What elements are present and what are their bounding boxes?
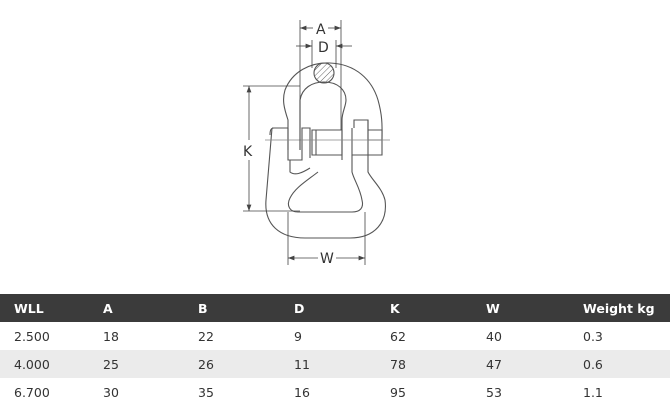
coupling-link-drawing: A D K W <box>243 20 390 267</box>
cell: 22 <box>198 328 214 344</box>
col-k: K <box>390 294 486 322</box>
cell: 0.6 <box>583 350 670 378</box>
col-weight: Weight kg <box>583 294 670 322</box>
cell: 2.500 <box>14 328 50 344</box>
cell: 30 <box>103 384 119 400</box>
cell: 62 <box>390 328 406 344</box>
link-outline <box>265 62 390 239</box>
cell: 9 <box>294 328 302 344</box>
cell: 18 <box>103 328 119 344</box>
col-wll: WLL <box>0 294 103 322</box>
cell: 26 <box>198 350 294 378</box>
cell: 53 <box>486 384 502 400</box>
cell: 6.700 <box>14 384 50 400</box>
col-b: B <box>198 294 294 322</box>
cell: 4.000 <box>0 350 103 378</box>
dim-label-d: D <box>318 40 329 56</box>
dimension-lines <box>243 20 366 265</box>
table-row: 4.000 25 26 11 78 47 0.6 <box>0 350 670 378</box>
table-header-row: WLL A B D K W Weight kg <box>0 294 670 322</box>
cell: 95 <box>390 384 406 400</box>
col-w: W <box>486 294 583 322</box>
specification-table: WLL A B D K W Weight kg 2.500 18 22 9 62… <box>0 294 670 406</box>
table-row: 6.700 30 35 16 95 53 1.1 <box>0 378 670 406</box>
cell: 25 <box>103 350 198 378</box>
cell: 16 <box>294 384 310 400</box>
table-row: 2.500 18 22 9 62 40 0.3 <box>0 322 670 350</box>
dim-label-w: W <box>320 251 334 267</box>
cell: 11 <box>294 350 390 378</box>
crossbar-section <box>313 62 335 84</box>
cell: 1.1 <box>583 384 603 400</box>
cell: 40 <box>486 328 502 344</box>
col-a: A <box>103 294 198 322</box>
cell: 47 <box>486 350 583 378</box>
cell: 35 <box>198 384 214 400</box>
dim-label-a: A <box>316 22 326 38</box>
col-d: D <box>294 294 390 322</box>
dim-label-k: K <box>243 144 253 160</box>
cell: 0.3 <box>583 328 603 344</box>
cell: 78 <box>390 350 486 378</box>
